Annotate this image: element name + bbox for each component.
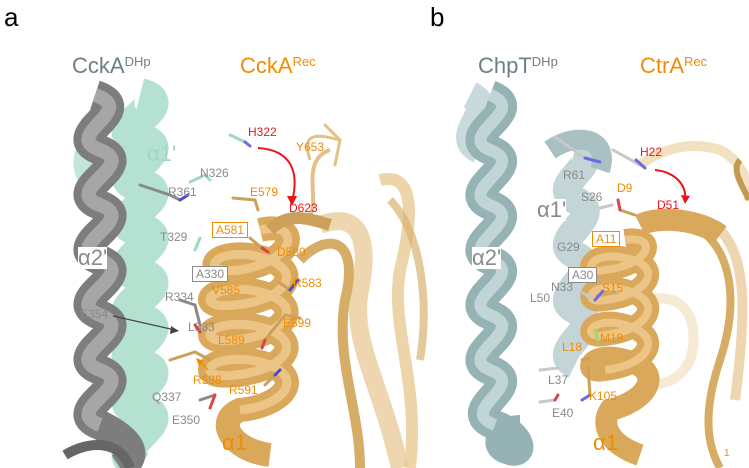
residue-H22: H22 — [640, 145, 663, 159]
residue-D51: D51 — [657, 198, 680, 212]
residue-A581: A581 — [212, 222, 249, 238]
residue-R588: R588 — [193, 373, 222, 387]
ctrA-rec-alpha1-helix — [580, 208, 727, 466]
title-text: ChpT — [478, 53, 532, 78]
ctrA-sidechains — [538, 135, 647, 404]
helix-label-a1: α1 — [593, 430, 618, 455]
helix-label-a2p: α2' — [78, 245, 108, 270]
ctrA-rec-domain-ribbons — [637, 140, 749, 468]
title-sup: DHp — [124, 54, 151, 69]
helix-label-a1p: α1' — [147, 141, 177, 166]
residue-E599: E599 — [283, 316, 312, 330]
residue-E350: E350 — [172, 413, 201, 427]
residue-D580: D580 — [277, 245, 306, 259]
helix-label-a2p: α2' — [472, 245, 502, 270]
residue-R583: R583 — [293, 276, 322, 290]
chpT-dhp-helices — [456, 80, 612, 466]
arrowhead-a — [287, 196, 297, 206]
title-sup: DHp — [531, 54, 558, 69]
panel-b-title-chpT-dhp: ChpTDHp — [478, 55, 558, 77]
corner-mark: 1 — [724, 448, 730, 459]
cckA-rec-domain-ribbons — [296, 134, 428, 468]
cckA-rec-alpha1-helix — [198, 212, 332, 467]
residue-D9: D9 — [617, 181, 633, 195]
residue-L589: L589 — [218, 333, 245, 347]
residue-G29: G29 — [557, 240, 580, 254]
panel-a-title-cckA-dhp: CckADHp — [72, 55, 151, 77]
residue-A11: A11 — [592, 231, 621, 247]
arrowhead-b — [681, 195, 690, 204]
panel-b-letter: b — [430, 2, 445, 32]
residue-E579: E579 — [250, 185, 279, 199]
phosphotransfer-arrow-a — [257, 147, 296, 203]
r588-pointer-head — [196, 358, 204, 366]
e354-pointer-arrow — [112, 315, 176, 331]
cckA-sidechains — [138, 123, 342, 410]
panel-b-title-ctrA-rec: CtrARec — [640, 55, 707, 77]
panel-a-letter: a — [4, 2, 19, 32]
residue-R361: R361 — [168, 185, 197, 199]
residue-V585: V585 — [212, 283, 241, 297]
residue-Y653: Y653 — [296, 140, 325, 154]
residue-R334: R334 — [165, 290, 194, 304]
residue-D623: D623 — [289, 201, 318, 215]
title-sup: Rec — [292, 54, 316, 69]
title-text: CtrA — [640, 53, 684, 78]
residue-M19: M19 — [600, 331, 624, 345]
residue-E354: E354 — [80, 307, 109, 321]
residue-R61: R61 — [563, 168, 586, 182]
panel-a-title-cckA-rec: CckARec — [240, 55, 316, 77]
residue-A30: A30 — [568, 267, 598, 283]
residue-L333: L333 — [188, 320, 215, 334]
residue-R591: R591 — [229, 383, 258, 397]
title-text: CckA — [240, 53, 293, 78]
residue-H322: H322 — [248, 125, 277, 139]
residue-S15: S15 — [602, 281, 624, 295]
residue-E40: E40 — [552, 406, 574, 420]
e354-pointer-head — [170, 326, 179, 334]
title-sup: Rec — [684, 54, 708, 69]
residue-T329: T329 — [160, 230, 188, 244]
residue-S26: S26 — [581, 190, 603, 204]
helix-label-a1: α1 — [222, 430, 247, 455]
residue-K105: K105 — [589, 389, 618, 403]
residue-L50: L50 — [530, 291, 551, 305]
phosphotransfer-arrow-b — [654, 169, 687, 201]
helix-label-a1p: α1' — [537, 197, 567, 222]
title-text: CckA — [72, 53, 125, 78]
residue-L37: L37 — [548, 373, 569, 387]
residue-N326: N326 — [200, 166, 229, 180]
residue-L18: L18 — [562, 340, 583, 354]
residue-A330: A330 — [192, 266, 229, 282]
residue-Q337: Q337 — [152, 390, 182, 404]
residue-N33: N33 — [551, 280, 574, 294]
